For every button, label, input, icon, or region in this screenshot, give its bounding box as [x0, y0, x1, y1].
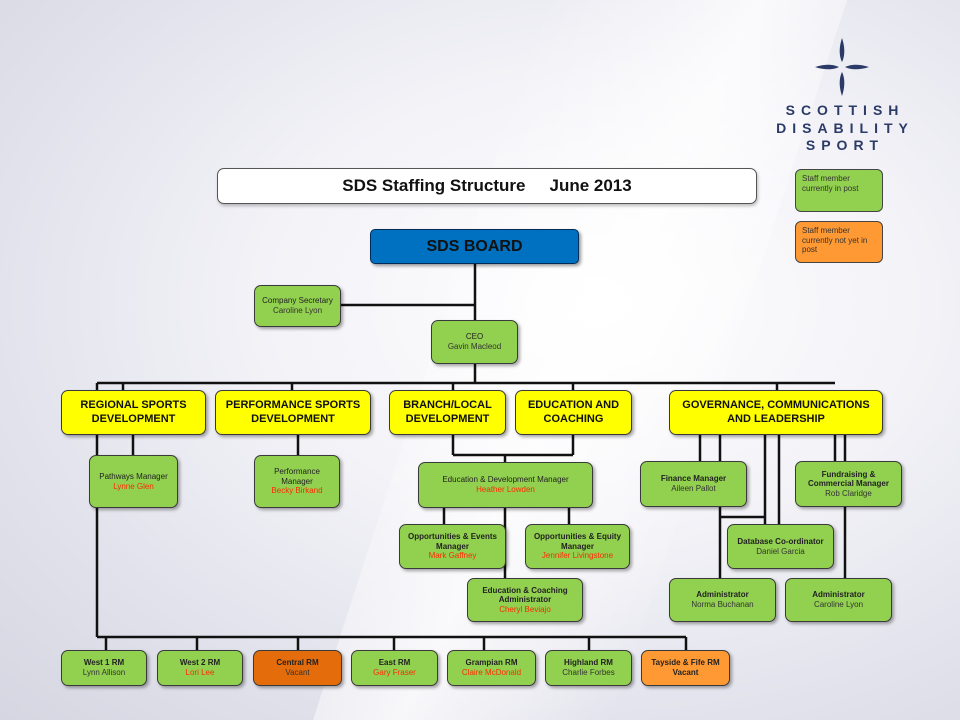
logo-line: SCOTTISH [785, 102, 905, 118]
department-label: PERFORMANCE SPORTS DEVELOPMENT [225, 399, 361, 425]
staff-name: Norma Buchanan [691, 600, 754, 609]
database-coordinator-box: Database Co-ordinator Daniel Garcia [727, 524, 834, 569]
role-title: Finance Manager [660, 474, 727, 484]
staff-name: Jennifer Livingstone [541, 551, 614, 561]
region-box-grampian: Grampian RM Claire McDonald [447, 650, 536, 686]
role-title: Central RM [276, 658, 319, 668]
department-performance-sports-development: PERFORMANCE SPORTS DEVELOPMENT [215, 390, 371, 435]
staff-name: Claire McDonald [461, 668, 522, 677]
role-title: West 1 RM [83, 658, 125, 668]
region-box-highland: Highland RM Charlie Forbes [545, 650, 632, 686]
role-title: Highland RM [564, 658, 613, 668]
staff-name: Daniel Garcia [756, 546, 805, 556]
region-box-tayside-fife: Tayside & Fife RM Vacant [641, 650, 730, 686]
logo-line: SPORT [805, 137, 885, 153]
staff-name: Lynn Allison [82, 668, 126, 677]
logo-star-icon [815, 38, 869, 96]
role-title: Opportunities & Equity Manager [533, 532, 622, 551]
role-title: Performance Manager [274, 467, 320, 486]
legend-in-post-label: Staff member currently in post [802, 174, 859, 193]
logo-line: DISABILITY [776, 119, 914, 136]
department-label: REGIONAL SPORTS DEVELOPMENT [80, 399, 187, 425]
administrator-box: Administrator Norma Buchanan [669, 578, 776, 622]
role-title: Database Co-ordinator [737, 536, 824, 546]
education-development-manager-box: Education & Development Manager Heather … [418, 462, 593, 508]
department-label: EDUCATION AND COACHING [527, 399, 620, 425]
role-title: Administrator [696, 590, 749, 600]
fundraising-commercial-manager-box: Fundraising & Commercial Manager Rob Cla… [795, 461, 902, 507]
staff-name: Becky Birkand [271, 486, 323, 496]
sds-board-label: SDS BOARD [426, 237, 523, 255]
staff-name: Gary Fraser [373, 668, 416, 677]
role-title: Education & Development Manager [442, 475, 569, 485]
department-label: BRANCH/LOCAL DEVELOPMENT [403, 399, 492, 425]
role-title: Fundraising & Commercial Manager [808, 469, 889, 489]
role-title: Tayside & Fife RM [651, 658, 720, 668]
title-text: SDS Staffing Structure [342, 176, 526, 195]
staff-name: Vacant [285, 668, 310, 677]
role-title: Opportunities & Events Manager [408, 532, 497, 551]
role-title: East RM [378, 658, 411, 668]
staff-name: Heather Lowden [476, 485, 535, 494]
staff-name: Aileen Pallot [671, 484, 716, 493]
staff-name: Lori Lee [185, 668, 215, 677]
opportunities-equity-manager-box: Opportunities & Equity Manager Jennifer … [525, 524, 630, 569]
role-title: Administrator [812, 590, 865, 600]
legend-in-post: Staff member currently in post [795, 169, 883, 212]
company-secretary-box: Company Secretary Caroline Lyon [254, 285, 341, 327]
staff-name: Gavin Macleod [447, 342, 502, 351]
role-title: West 2 RM [179, 658, 221, 668]
logo-text: SCOTTISH DISABILITY SPORT [760, 102, 930, 155]
scottish-disability-sport-logo: SCOTTISH DISABILITY SPORT [760, 36, 930, 166]
region-box-west-2: West 2 RM Lori Lee [157, 650, 243, 686]
staff-name: Charlie Forbes [562, 668, 615, 677]
staff-name: Vacant [672, 668, 699, 677]
region-box-east: East RM Gary Fraser [351, 650, 438, 686]
region-box-west-1: West 1 RM Lynn Allison [61, 650, 147, 686]
staff-name: Rob Claridge [825, 488, 872, 498]
department-education-and-coaching: EDUCATION AND COACHING [515, 390, 632, 435]
role-title: Pathways Manager [99, 471, 168, 481]
role-title: Grampian RM [465, 658, 518, 668]
department-label: GOVERNANCE, COMMUNICATIONS AND LEADERSHI… [682, 399, 870, 425]
pathways-manager-box: Pathways Manager Lynne Glen [89, 455, 178, 508]
role-title: Education & Coaching Administrator [482, 585, 568, 605]
ceo-box: CEO Gavin Macleod [431, 320, 518, 364]
staff-name: Lynne Glen [113, 481, 154, 491]
legend-not-in-post: Staff member currently not yet in post [795, 221, 883, 263]
finance-manager-box: Finance Manager Aileen Pallot [640, 461, 747, 507]
performance-manager-box: Performance Manager Becky Birkand [254, 455, 340, 508]
staff-name: Mark Gaffney [428, 551, 477, 561]
department-governance-communications-leadership: GOVERNANCE, COMMUNICATIONS AND LEADERSHI… [669, 390, 883, 435]
department-regional-sports-development: REGIONAL SPORTS DEVELOPMENT [61, 390, 206, 435]
staff-name: Caroline Lyon [272, 306, 323, 315]
education-coaching-administrator-box: Education & Coaching Administrator Chery… [467, 578, 583, 622]
department-branch-local-development: BRANCH/LOCAL DEVELOPMENT [389, 390, 506, 435]
role-title: Company Secretary [262, 296, 333, 306]
region-box-central: Central RM Vacant [253, 650, 342, 686]
role-title: CEO [465, 332, 484, 342]
page-title: SDS Staffing Structure June 2013 [217, 168, 757, 204]
title-date: June 2013 [549, 176, 632, 195]
staff-name: Caroline Lyon [813, 600, 864, 609]
legend-not-in-post-label: Staff member currently not yet in post [802, 226, 868, 255]
opportunities-events-manager-box: Opportunities & Events Manager Mark Gaff… [399, 524, 506, 569]
sds-board-box: SDS BOARD [370, 229, 579, 264]
staff-name: Cheryl Beviajo [499, 604, 551, 614]
administrator-box: Administrator Caroline Lyon [785, 578, 892, 622]
